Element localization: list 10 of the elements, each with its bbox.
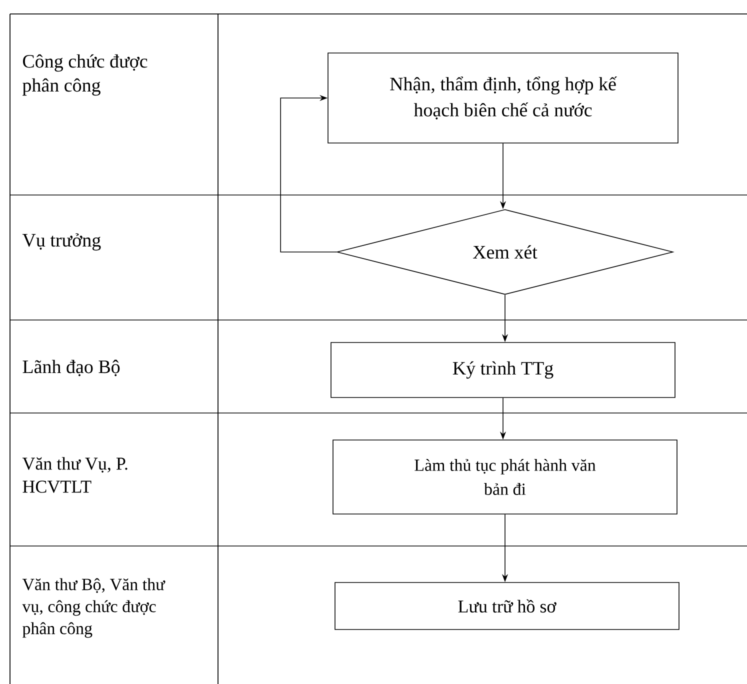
process-box: Ký trình TTg (330, 342, 676, 398)
process-box: Làm thủ tục phát hành văn bản đi (332, 440, 678, 514)
row-label: Lãnh đạo Bộ (22, 360, 120, 376)
row-label: Công chức được phân công (22, 54, 148, 96)
row-label: Văn thư Vụ, P. HCVTLT (22, 457, 128, 493)
row-label: Văn thư Bộ, Văn thư vụ, công chức được phân công (22, 578, 166, 638)
row-label: Vụ trưởng (22, 233, 101, 251)
arrow (280, 94, 337, 252)
process-box: Lưu trữ hồ sơ (334, 582, 680, 630)
process-box: Nhận, thẩm định, tổng hợp kế hoạch biên chế cả nước (328, 52, 678, 144)
